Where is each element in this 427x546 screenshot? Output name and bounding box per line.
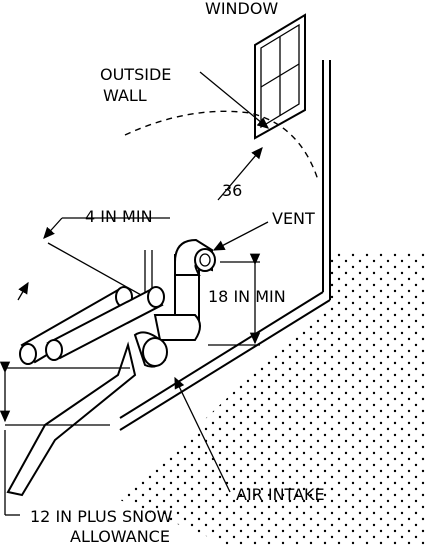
outside-wall-leader: [199, 71, 270, 129]
window-frame: [254, 13, 306, 140]
window-label: WINDOW: [205, 0, 278, 18]
vent-leader: [212, 221, 269, 251]
ground-soil: [120, 252, 427, 546]
air-intake-label: AIR INTAKE: [236, 485, 325, 504]
snow-slab: [6, 341, 137, 497]
snow-allowance-label-line2: ALLOWANCE: [70, 527, 170, 546]
left-arrow: [17, 281, 29, 301]
clearance-arc: [124, 110, 319, 181]
angle-leader: [217, 147, 263, 201]
vent-riser: [174, 238, 216, 326]
vent-label: VENT: [272, 209, 315, 228]
snow-allowance-label-line1: 12 IN PLUS SNOW: [30, 507, 173, 526]
snow-dimension: [0, 361, 130, 516]
angle-label: 36: [222, 181, 242, 200]
air-intake-leader: [174, 376, 231, 493]
outside-wall-label-line1: OUTSIDE: [100, 65, 171, 84]
elbow-fittings: [133, 314, 201, 368]
eighteen-in-min-label: 18 IN MIN: [208, 287, 286, 306]
four-in-min-label: 4 IN MIN: [85, 207, 153, 226]
horizontal-pipes: [19, 286, 165, 365]
outside-wall-label-line2: WALL: [103, 86, 147, 105]
outside-wall: [119, 60, 331, 431]
eighteen-in-min-dimension: [208, 253, 261, 346]
